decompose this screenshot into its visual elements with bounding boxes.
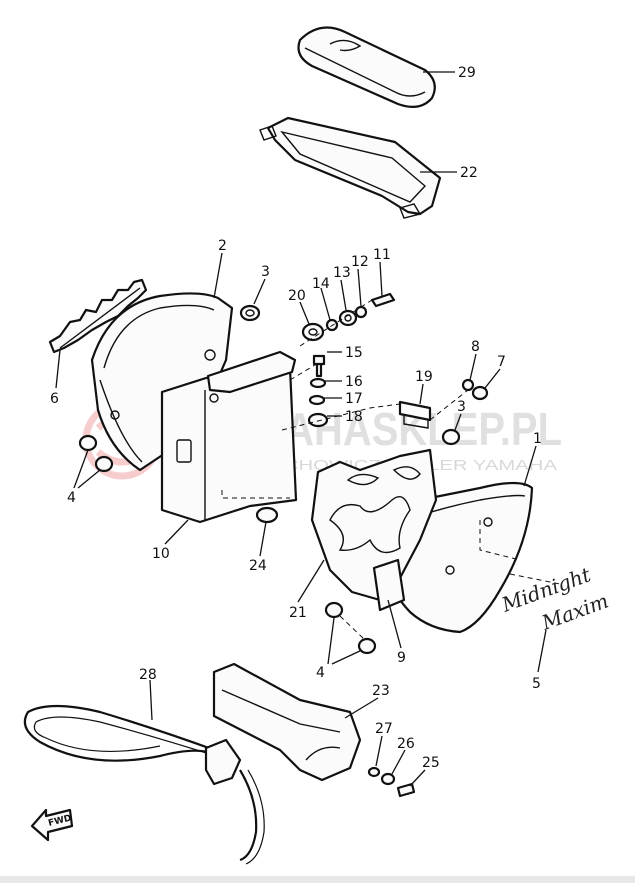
callout-4-left: 4 [67,490,76,506]
part-4-grommet-left-b [94,455,114,473]
part-22-tray [259,116,442,219]
part-26-washer [380,772,396,786]
callout-21: 21 [289,605,307,621]
part-25-screw [396,782,416,798]
part-8-nut [461,378,475,392]
callout-labels: 29 22 2 3 11 12 13 14 20 15 16 17 18 19 … [50,65,542,771]
part-28-wire-harness [23,704,265,865]
part-11-bolt [370,292,396,308]
part-4-grommet-right-a [324,601,344,619]
callout-18: 18 [345,409,363,425]
part-12-nut [354,305,368,319]
callout-12: 12 [351,254,369,270]
callout-13: 13 [333,265,351,281]
leader-lines [55,71,547,787]
fwd-arrow-icon: FWD [30,808,74,842]
callout-7: 7 [497,354,506,370]
part-29-cushion [297,26,436,109]
part-6-bracket [48,278,148,354]
callout-23: 23 [372,683,390,699]
callout-10: 10 [152,546,170,562]
callout-28: 28 [139,667,157,683]
callout-5: 5 [532,676,541,692]
callout-14: 14 [312,276,330,292]
callout-6: 6 [50,391,59,407]
callout-24: 24 [249,558,267,574]
part-15-bolt [312,354,326,378]
part-27-nut [367,766,381,778]
callout-25: 25 [422,755,440,771]
callout-2: 2 [218,238,227,254]
callout-11: 11 [373,247,391,263]
callout-3-lower: 3 [457,399,466,415]
callout-9: 9 [397,650,406,666]
part-10-battery-box [160,350,298,524]
callout-17: 17 [345,391,363,407]
callout-29: 29 [458,65,476,81]
part-24-grommet [255,506,279,524]
callout-26: 26 [397,736,415,752]
part-7-washer [471,385,489,401]
callout-8: 8 [471,339,480,355]
callout-1: 1 [533,431,542,447]
part-23-lower-cover [212,662,362,782]
part-9-bracket [372,558,406,612]
part-17-washer [308,394,326,406]
part-5-emblem: Midnight Maxim [498,562,612,635]
part-21-inner-plate [310,448,438,602]
assembly-dashed-lines [221,299,561,641]
callout-16: 16 [345,374,363,390]
part-4-grommet-right-b [357,637,377,655]
hardware-parts [78,292,489,798]
part-16-washer [309,377,327,389]
part-3-grommet-lower [441,428,461,446]
bottom-scan-band [0,876,635,883]
callout-22: 22 [460,165,478,181]
callout-4-right: 4 [316,665,325,681]
part-3-grommet-upper [239,304,261,322]
part-2-left-side-cover [90,292,234,472]
callout-15: 15 [345,345,363,361]
callout-27: 27 [375,721,393,737]
part-20-grommet [301,322,325,342]
part-4-grommet-left-a [78,434,98,452]
callout-20: 20 [288,288,306,304]
callout-3-upper: 3 [261,264,270,280]
callout-19: 19 [415,369,433,385]
part-13-washer [338,309,358,327]
part-18-grommet [307,412,329,428]
